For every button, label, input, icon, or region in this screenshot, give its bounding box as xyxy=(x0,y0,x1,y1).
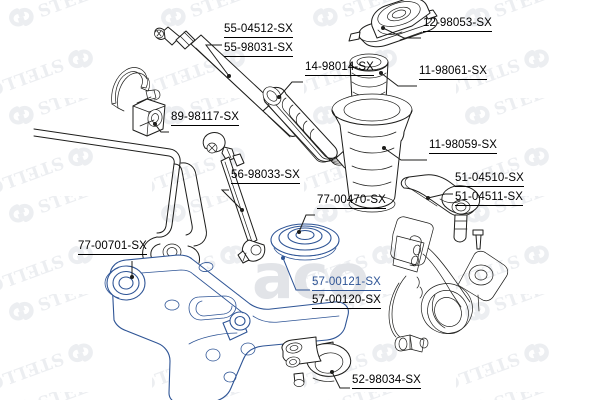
part-steering-knuckle xyxy=(388,216,509,353)
part-stabilizer-bushing xyxy=(132,96,166,137)
callout-label-77-00701-sx[interactable]: 77-00701-SX xyxy=(78,240,147,255)
callout-label-57-00120-sx[interactable]: 57-00120-SX xyxy=(312,294,381,309)
part-knuckle-bolt xyxy=(472,229,484,250)
callout-label-56-98033-sx[interactable]: 56-98033-SX xyxy=(231,169,300,184)
callout-label-11-98059-sx[interactable]: 11-98059-SX xyxy=(429,139,498,154)
callout-label-14-98014-sx[interactable]: 14-98014-SX xyxy=(305,61,374,76)
callout-label-11-98061-sx[interactable]: 11-98061-SX xyxy=(419,65,488,80)
part-stabilizer-link xyxy=(202,132,266,264)
part-lower-ball-joint xyxy=(281,336,352,387)
callout-label-57-00121-sx[interactable]: 57-00121-SX xyxy=(312,276,381,291)
callout-label-77-00470-sx[interactable]: 77-00470-SX xyxy=(317,194,386,209)
callout-label-89-98117-sx[interactable]: 89-98117-SX xyxy=(171,111,240,126)
callout-label-52-98034-sx[interactable]: 52-98034-SX xyxy=(352,374,421,389)
callout-label-12-98053-sx[interactable]: 12-98053-SX xyxy=(423,17,492,32)
part-steering-rack-boot xyxy=(262,86,358,170)
callout-label-55-04512-sx[interactable]: 55-04512-SX xyxy=(224,23,293,38)
callout-label-55-98031-sx[interactable]: 55-98031-SX xyxy=(224,42,293,57)
callout-leaders xyxy=(130,26,453,389)
callout-label-51-04511-sx[interactable]: 51-04511-SX xyxy=(455,191,524,206)
callout-label-51-04510-sx[interactable]: 51-04510-SX xyxy=(455,172,524,187)
part-stabilizer-bracket xyxy=(111,67,161,112)
